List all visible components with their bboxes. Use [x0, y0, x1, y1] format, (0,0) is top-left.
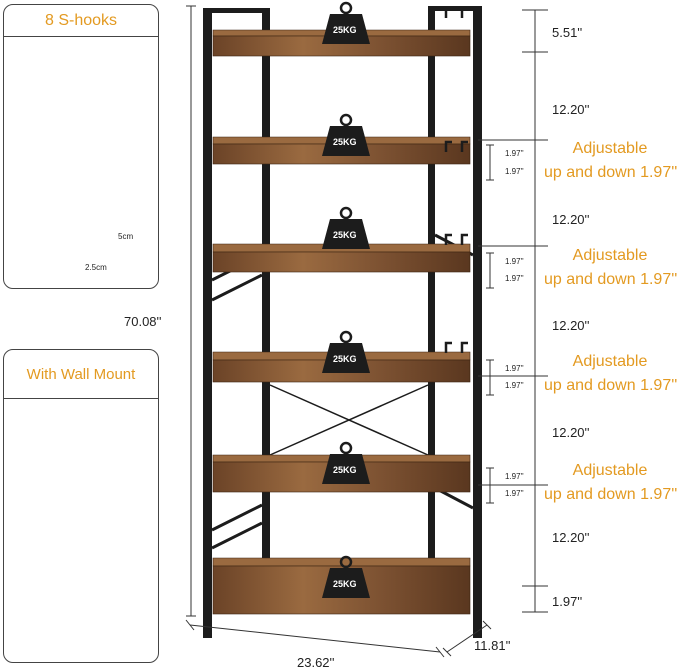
total-height-label: 70.08'': [124, 314, 162, 329]
gap-label: 12.20'': [552, 530, 590, 545]
width-label: 23.62'': [297, 655, 335, 670]
adjust-note-line1: Adjustable: [572, 247, 648, 264]
right-front-post: [473, 8, 482, 638]
adjust-small-label: 1.97'': [505, 489, 524, 498]
top-gap-label: 5.51'': [552, 25, 583, 40]
adjust-small-label: 1.97'': [505, 167, 524, 176]
shelf-frame: [203, 6, 482, 638]
weight-icon: [322, 441, 370, 484]
gap-label: 12.20'': [552, 212, 590, 227]
weight-label: 25KG: [333, 137, 357, 147]
s-hooks-title: 8 S-hooks: [4, 5, 158, 37]
x-back-brace: [269, 384, 429, 456]
adjust-note-line2: up and down 1.97'': [544, 164, 678, 181]
adjust-note: Adjustable up and down 1.97'': [544, 244, 678, 292]
s-hooks-panel: 8 S-hooks: [3, 4, 159, 289]
gap-label: 12.20'': [552, 318, 590, 333]
weights: [322, 1, 370, 598]
gap-label: 12.20'': [552, 102, 590, 117]
weight-icon: [322, 555, 370, 598]
hook-height-label: 5cm: [118, 232, 134, 241]
right-back-post: [428, 6, 435, 602]
adjust-note: Adjustable up and down 1.97'': [544, 459, 678, 507]
weight-label: 25KG: [333, 25, 357, 35]
shelf-6: [212, 557, 471, 615]
adjust-small-label: 1.97'': [505, 274, 524, 283]
weight-label: 25KG: [333, 354, 357, 364]
adjust-note-line1: Adjustable: [572, 140, 648, 157]
adjust-note-line1: Adjustable: [572, 353, 648, 370]
weight-icon: [322, 330, 370, 373]
weight-icon: [322, 206, 370, 249]
left-back-post: [262, 8, 270, 598]
adjust-note-line2: up and down 1.97'': [544, 271, 678, 288]
adjust-small-label: 1.97'': [505, 364, 524, 373]
adjust-small-label: 1.97'': [505, 472, 524, 481]
gap-label: 12.20'': [552, 425, 590, 440]
wall-mount-title: With Wall Mount: [4, 350, 158, 399]
dimension-lines: [185, 5, 548, 658]
weight-icon: [322, 1, 370, 44]
frame-hooks: [444, 6, 468, 353]
adjust-note: Adjustable up and down 1.97'': [544, 137, 678, 185]
adjust-small-label: 1.97'': [505, 257, 524, 266]
weight-icon: [322, 113, 370, 156]
bottom-gap-label: 1.97'': [552, 594, 583, 609]
weight-label: 25KG: [333, 230, 357, 240]
adjust-note-line2: up and down 1.97'': [544, 377, 678, 394]
adjust-note-line2: up and down 1.97'': [544, 486, 678, 503]
adjust-small-label: 1.97'': [505, 381, 524, 390]
wall-mount-panel: With Wall Mount: [3, 349, 159, 663]
weight-label: 25KG: [333, 465, 357, 475]
adjust-note: Adjustable up and down 1.97'': [544, 350, 678, 398]
adjust-note-line1: Adjustable: [572, 462, 648, 479]
left-front-post: [203, 8, 212, 638]
hook-width-label: 2.5cm: [85, 263, 107, 272]
weight-label: 25KG: [333, 579, 357, 589]
adjust-small-label: 1.97'': [505, 149, 524, 158]
depth-label: 11.81'': [474, 638, 511, 653]
